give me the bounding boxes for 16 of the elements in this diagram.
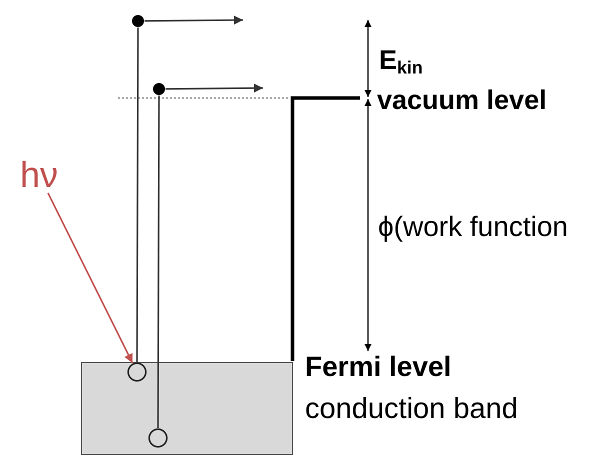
arrow	[166, 84, 263, 93]
transition-line	[157, 96, 160, 428]
empty-circle-icon	[127, 362, 147, 382]
band-label: conduction band	[305, 395, 518, 424]
level-label: Fermi level	[305, 353, 452, 381]
level-label: vacuum level	[377, 87, 547, 114]
transition-line	[136, 28, 139, 362]
photon-label: hν	[20, 157, 58, 193]
empty-circle-icon	[148, 428, 168, 448]
electron-dot-icon	[131, 14, 145, 28]
arrow	[144, 16, 243, 25]
electron-dot-icon	[152, 82, 166, 96]
arrow	[47, 192, 134, 364]
work-function-label: ϕ(work function	[378, 213, 568, 241]
conduction-band-block	[81, 362, 293, 455]
energy-label: E$_{kin}$	[379, 47, 423, 74]
